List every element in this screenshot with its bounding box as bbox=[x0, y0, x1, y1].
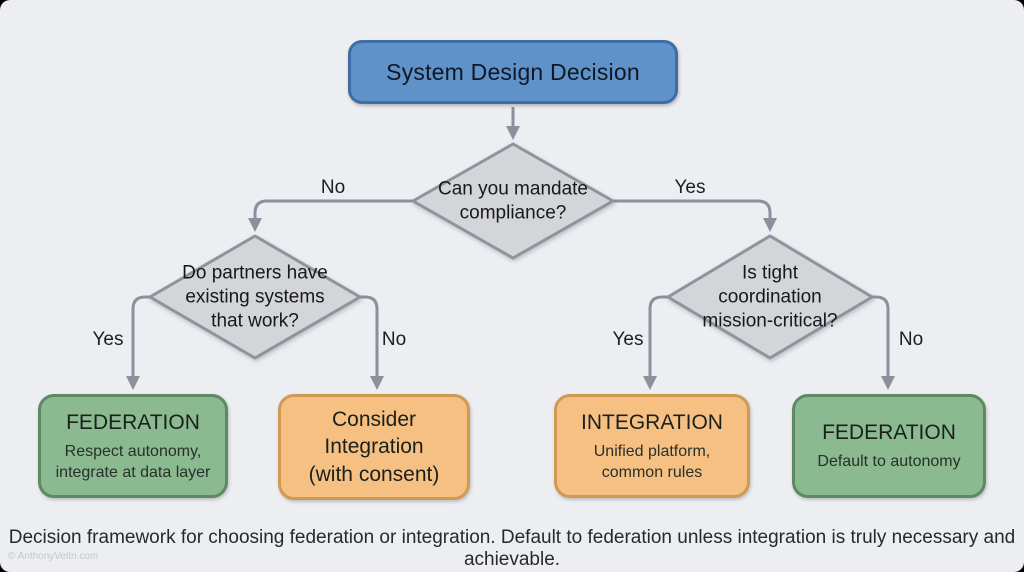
outcome-subtitle: Default to autonomy bbox=[817, 453, 961, 471]
arrow-q1-yes bbox=[613, 199, 777, 232]
decision-diamond-mandate-compliance bbox=[411, 142, 615, 260]
edge-label-q3-no: No bbox=[898, 329, 924, 350]
edge-label-q1-yes: Yes bbox=[674, 177, 706, 198]
edge-label-q1-no: No bbox=[320, 177, 346, 198]
outcome-title: FEDERATION bbox=[66, 410, 200, 434]
edge-label-q2-no: No bbox=[381, 329, 407, 350]
arrow-root-to-q1 bbox=[506, 107, 520, 140]
question-mission-critical: Is tight coordination mission-critical? bbox=[702, 262, 838, 331]
outcome-subtitle: Unified platform, common rules bbox=[593, 442, 711, 481]
outcome-title: FEDERATION bbox=[822, 420, 956, 444]
decision-diamond-mission-critical bbox=[666, 234, 874, 360]
arrow-q2-no bbox=[359, 295, 384, 390]
outcome-federation-autonomy: FEDERATION Default to autonomy bbox=[792, 394, 986, 498]
figure-caption: Decision framework for choosing federati… bbox=[8, 527, 1016, 570]
arrow-q2-yes bbox=[126, 295, 151, 390]
decision-diamond-existing-systems bbox=[148, 234, 362, 360]
outcome-subtitle: Respect autonomy, integrate at data laye… bbox=[55, 442, 211, 481]
outcome-title: Consider Integration (with consent) bbox=[308, 408, 440, 486]
root-label: System Design Decision bbox=[386, 58, 640, 85]
question-existing-systems: Do partners have existing systems that w… bbox=[182, 262, 328, 331]
arrow-q1-no bbox=[248, 199, 413, 232]
node-system-design-decision: System Design Decision bbox=[348, 40, 678, 104]
edge-label-q2-yes: Yes bbox=[92, 329, 124, 350]
outcome-integration: INTEGRATION Unified platform, common rul… bbox=[554, 394, 750, 498]
outcome-federation-data-layer: FEDERATION Respect autonomy, integrate a… bbox=[38, 394, 228, 498]
watermark-credit: © AnthonyVeltri.com bbox=[8, 551, 99, 562]
arrow-q3-yes bbox=[643, 295, 669, 390]
question-mandate-compliance: Can you mandate compliance? bbox=[438, 178, 588, 223]
outcome-title: INTEGRATION bbox=[581, 410, 723, 434]
outcome-consider-integration: Consider Integration (with consent) bbox=[278, 394, 470, 500]
arrow-q3-no bbox=[871, 295, 895, 390]
edge-label-q3-yes: Yes bbox=[612, 329, 644, 350]
